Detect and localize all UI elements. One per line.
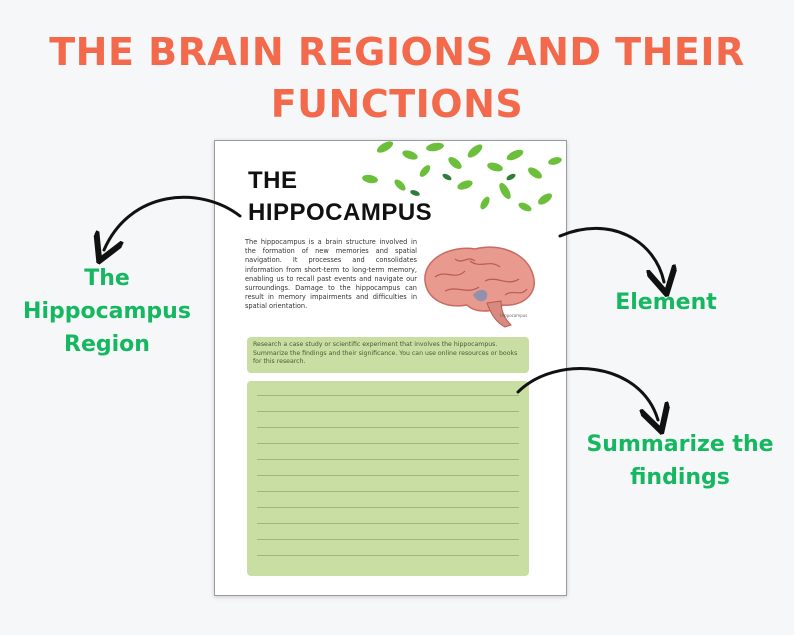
callout-element-label: Element (615, 290, 717, 315)
callout-region-line-2: Hippocampus (23, 299, 191, 324)
leaves-decoration-icon (362, 141, 562, 212)
callout-summarize-line-2: findings (630, 465, 730, 490)
research-task-text: Research a case study or scientific expe… (253, 341, 518, 366)
page-title-line-2: FUNCTIONS (270, 82, 524, 126)
brain-icon (424, 246, 536, 328)
curved-arrow-icon (104, 195, 242, 250)
callout-summarize-line-1: Summarize the (586, 432, 774, 457)
curved-arrow-icon (516, 367, 658, 420)
writing-line (257, 427, 519, 428)
worksheet-body-text: The hippocampus is a brain structure inv… (245, 238, 417, 311)
callout-element: Element (596, 286, 736, 319)
writing-line (257, 523, 519, 524)
curved-arrow-icon (558, 226, 664, 282)
writing-line (257, 555, 519, 556)
research-task-box: Research a case study or scientific expe… (247, 337, 529, 373)
worksheet-preview: THE HIPPOCAMPUS The hippocampus is a bra… (214, 140, 567, 596)
callout-summarize-findings: Summarize the findings (582, 428, 778, 494)
page-title: THE BRAIN REGIONS AND THEIR FUNCTIONS (0, 26, 794, 130)
writing-line (257, 443, 519, 444)
worksheet-title-line-2: HIPPOCAMPUS (248, 199, 433, 226)
callout-region-line-3: Region (64, 332, 150, 357)
callout-region-line-1: The (84, 266, 130, 291)
writing-line (257, 539, 519, 540)
writing-line (257, 395, 519, 396)
brain-caption: Hippocampus (500, 313, 528, 318)
writing-lines-area[interactable] (247, 381, 529, 576)
callout-hippocampus-region: The Hippocampus Region (20, 262, 194, 361)
writing-line (257, 475, 519, 476)
writing-line (257, 491, 519, 492)
writing-line (257, 507, 519, 508)
worksheet-title-line-1: THE (248, 167, 298, 194)
page-title-line-1: THE BRAIN REGIONS AND THEIR (49, 30, 745, 74)
worksheet-title: THE HIPPOCAMPUS (248, 165, 432, 229)
writing-line (257, 411, 519, 412)
writing-line (257, 459, 519, 460)
